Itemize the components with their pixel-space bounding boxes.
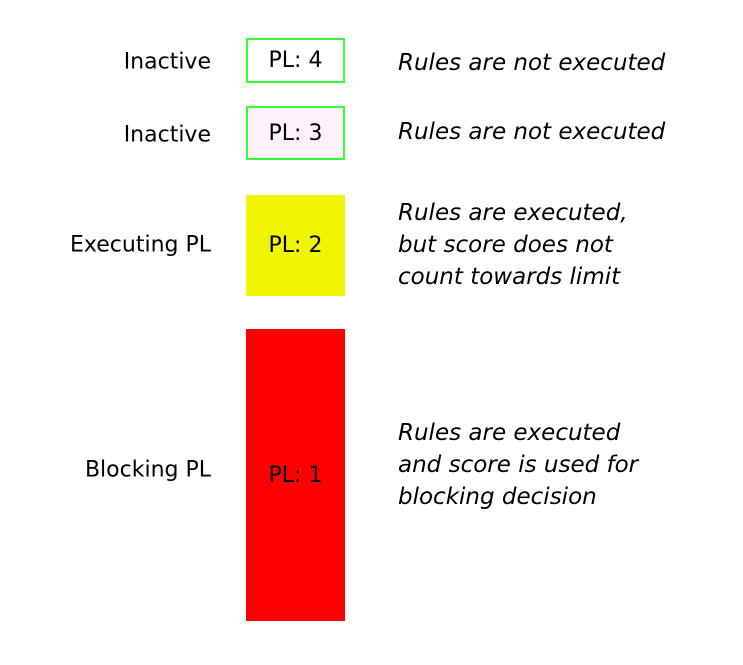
pl2-box-text: PL: 2 <box>268 233 323 258</box>
pl1-box-text: PL: 1 <box>268 462 323 488</box>
description-pl4: Rules are not executed <box>398 50 666 76</box>
pl1-box: PL: 1 <box>246 329 345 621</box>
pl4-box: PL: 4 <box>246 38 345 83</box>
description-pl3: Rules are not executed <box>398 119 666 145</box>
description-pl1: Rules are executed and score is used for… <box>398 420 639 510</box>
state-label-inactive-pl3: Inactive <box>123 122 211 148</box>
pl2-box: PL: 2 <box>246 195 345 296</box>
state-label-blocking-pl: Blocking PL <box>84 457 211 483</box>
description-pl2: Rules are executed, but score does not c… <box>398 200 628 290</box>
pl3-box: PL: 3 <box>246 106 345 160</box>
state-label-inactive-pl4: Inactive <box>123 49 211 75</box>
state-label-executing-pl: Executing PL <box>70 232 211 258</box>
pl4-box-text: PL: 4 <box>268 48 323 73</box>
pl3-box-text: PL: 3 <box>268 120 323 146</box>
